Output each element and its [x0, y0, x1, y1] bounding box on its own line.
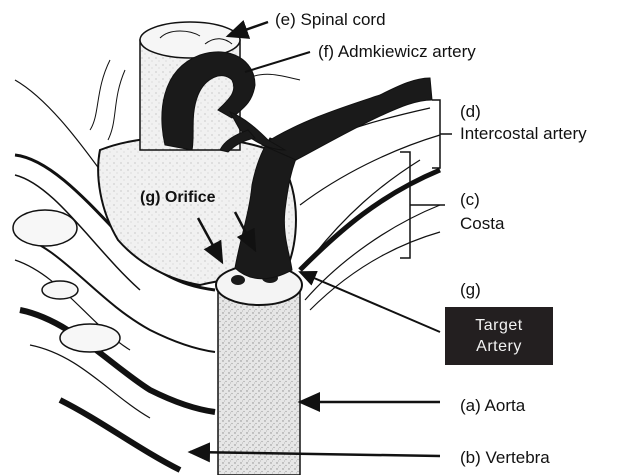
target-line-2: Artery	[445, 336, 553, 357]
spinal-cord-label: (e) Spinal cord	[275, 10, 386, 30]
target-artery-leader	[300, 272, 440, 332]
vertebra-label: (b) Vertebra	[460, 448, 550, 468]
spinal-cord-arrow	[228, 22, 268, 36]
admkiewicz-artery-label: (f) Admkiewicz artery	[318, 42, 476, 62]
target-line-1: Target	[445, 315, 553, 336]
admkiewicz-leader	[245, 52, 310, 72]
costa-letter-label: (c)	[460, 190, 480, 210]
intercostal-bracket	[432, 100, 440, 168]
costa-label: Costa	[460, 214, 504, 234]
intercostal-artery-label: Intercostal artery	[460, 124, 587, 144]
intercostal-letter-label: (d)	[460, 102, 481, 122]
g-letter-label: (g)	[460, 280, 481, 300]
orifice-label: (g) Orifice	[140, 188, 216, 208]
aorta	[216, 265, 302, 475]
target-artery-box: Target Artery	[445, 307, 553, 365]
vertebra-bodies	[13, 210, 120, 352]
aorta-label: (a) Aorta	[460, 396, 525, 416]
